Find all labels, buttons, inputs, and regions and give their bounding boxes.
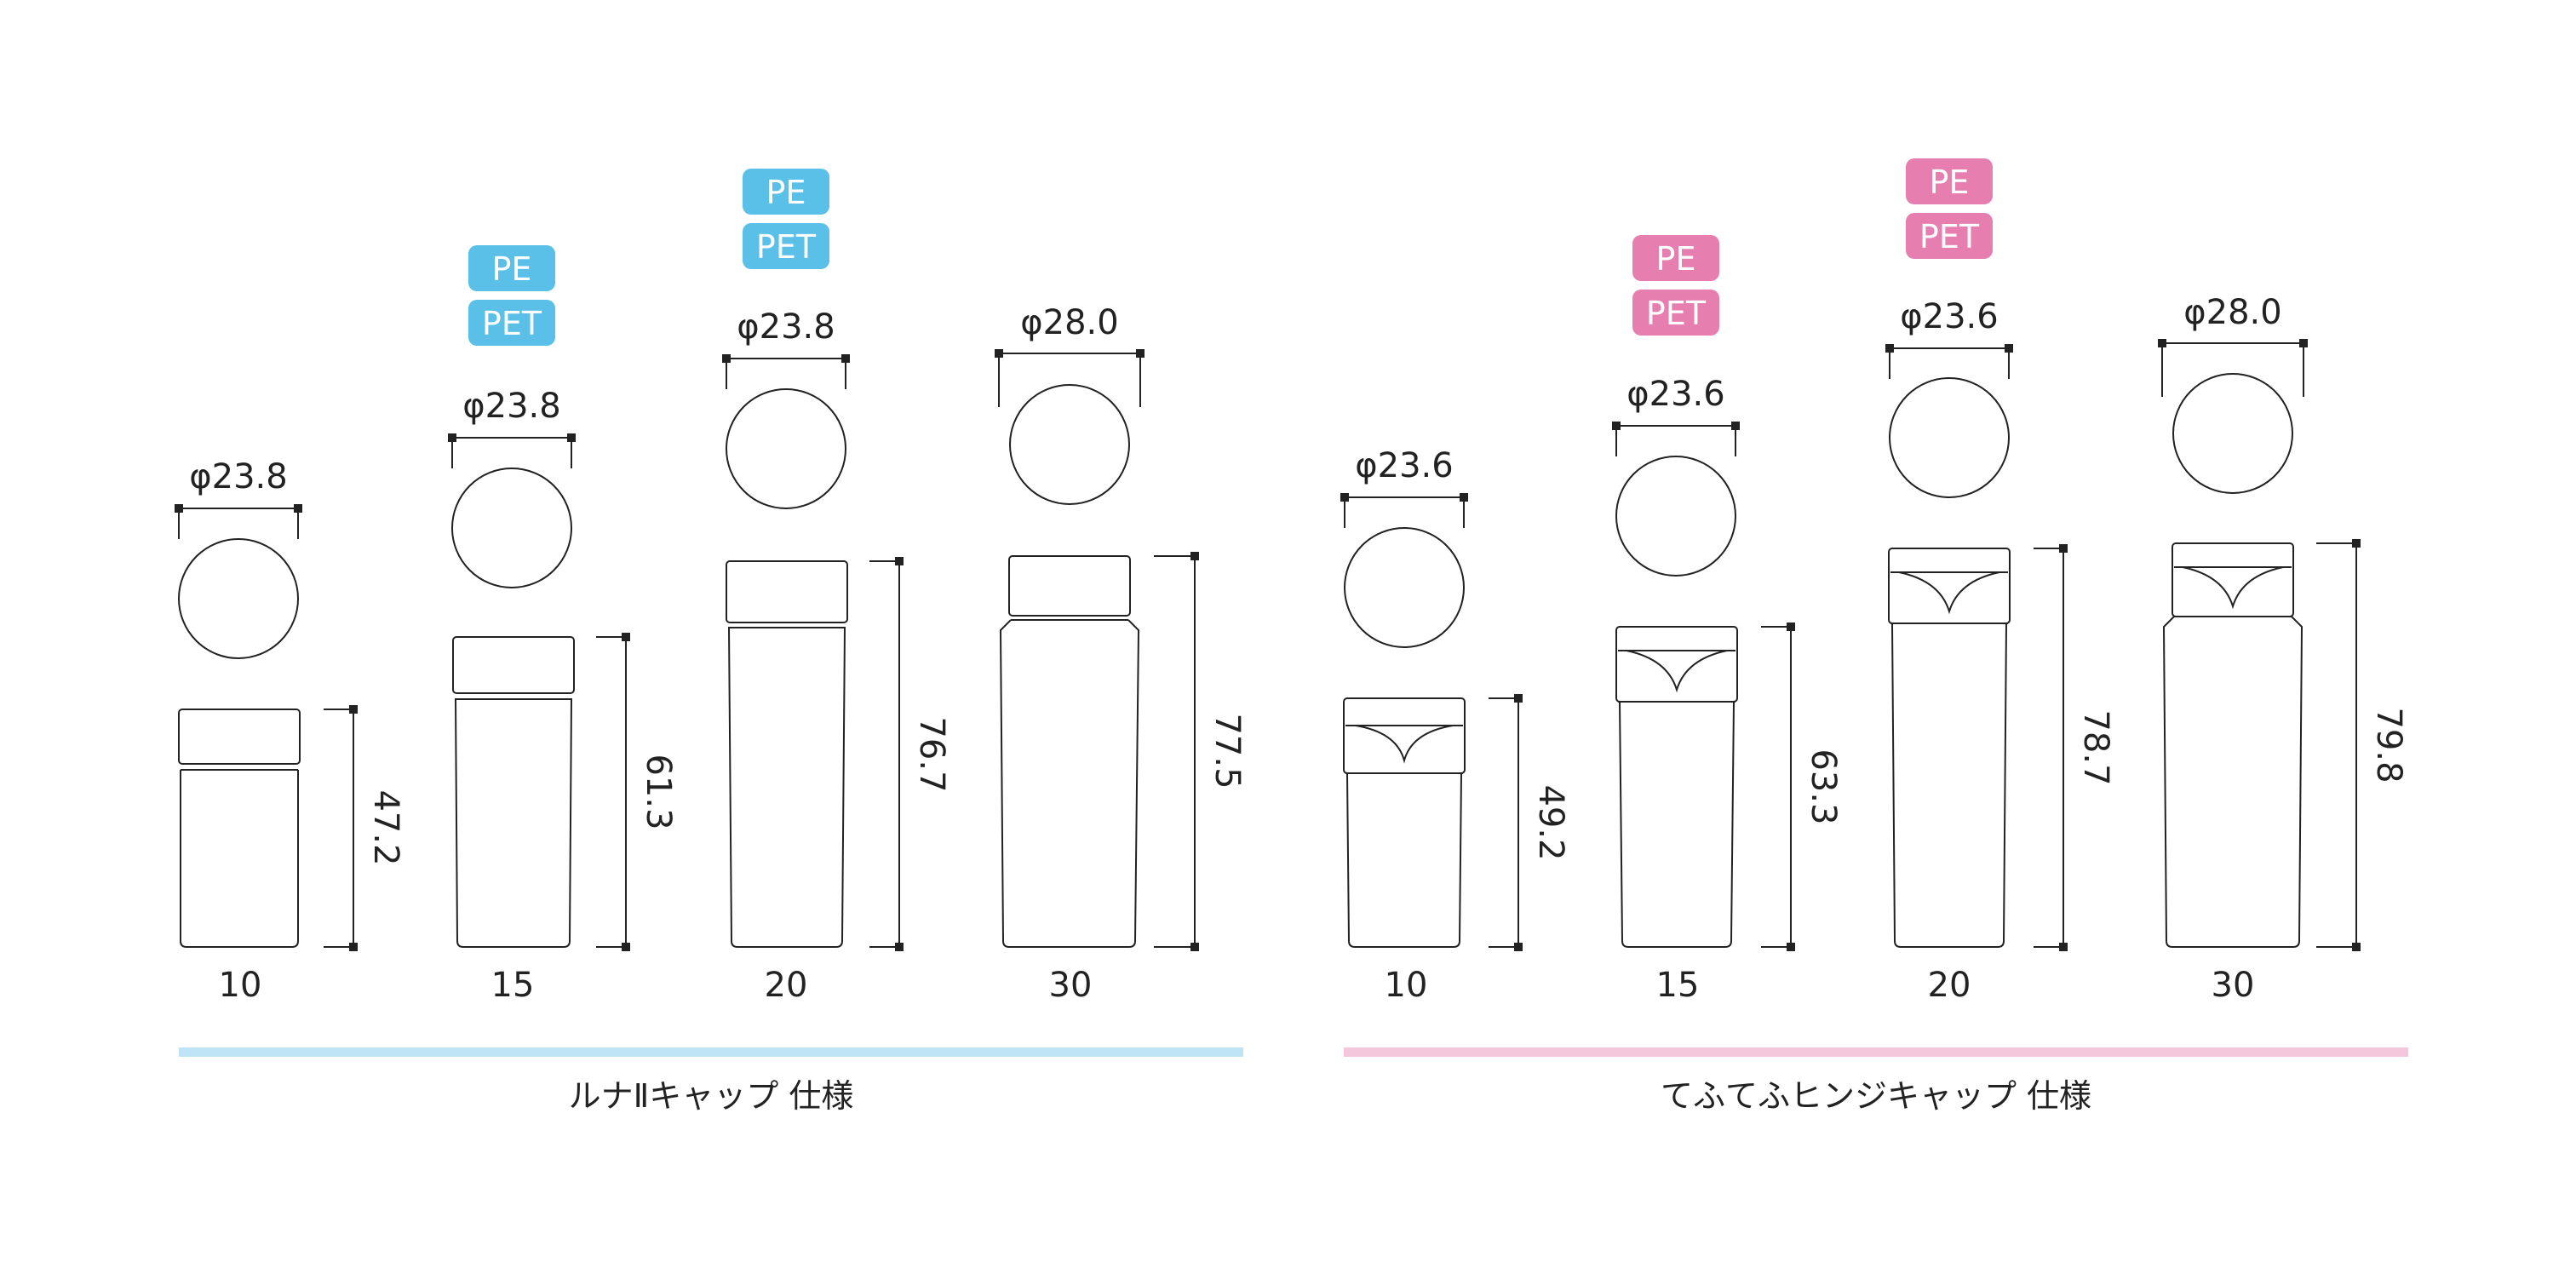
- diameter-dimension: [995, 349, 1145, 407]
- bottle-luna-10: φ23.8 47.2 10: [175, 457, 405, 1005]
- luna-cap: [1008, 555, 1131, 617]
- height-dimension: [1154, 552, 1199, 951]
- volume-label: 20: [1928, 966, 1971, 1005]
- cap-top-view-circle: [1615, 456, 1736, 577]
- bottle-body: [999, 619, 1140, 948]
- material-badge-pe-label: PE: [1656, 240, 1696, 278]
- height-dimension: [2316, 539, 2361, 951]
- bottle-body: [455, 698, 572, 948]
- bottle-hinge-20: PE PET φ23.6 78: [1885, 158, 2115, 1005]
- bottle-luna-15: PE PET φ23.8 61.3 15: [448, 245, 678, 1005]
- diameter-label: φ28.0: [1020, 303, 1118, 342]
- cap-top-view-circle: [2172, 373, 2293, 494]
- height-dimension: [596, 633, 630, 951]
- bottle-hinge-15: PE PET φ23.6 63: [1612, 235, 1843, 1005]
- diameter-label: φ23.6: [1355, 446, 1453, 485]
- bottle-luna-30: φ28.0 77.5 30: [995, 303, 1247, 1005]
- diameter-dimension: [1885, 344, 2013, 379]
- section-underline-bar: [179, 1047, 1243, 1057]
- diameter-label: φ23.8: [737, 307, 835, 347]
- section-luna-cap: φ23.8 47.2 10 PE PET: [175, 169, 1247, 1115]
- cap-top-view-circle: [726, 388, 846, 509]
- volume-label: 30: [2212, 966, 2255, 1005]
- height-dimension: [1761, 623, 1795, 951]
- material-badge-pet: [743, 223, 829, 269]
- diameter-dimension: [722, 354, 850, 389]
- height-label: 63.3: [1804, 749, 1843, 824]
- cap-top-view-circle: [178, 538, 299, 659]
- volume-label: 10: [219, 966, 262, 1005]
- height-label: 49.2: [1531, 784, 1570, 860]
- material-badge-pe: [1906, 158, 1993, 204]
- luna-cap: [452, 636, 575, 694]
- bottle-hinge-30: φ28.0 79.8 30: [2158, 293, 2408, 1005]
- height-label: 79.8: [2369, 707, 2408, 783]
- diameter-label: φ28.0: [2183, 293, 2281, 332]
- material-badge-pe: [1632, 235, 1719, 281]
- height-label: 76.7: [912, 716, 951, 792]
- cap-top-view-circle: [1009, 384, 1130, 505]
- height-dimension: [2034, 544, 2068, 951]
- height-label: 61.3: [639, 754, 678, 829]
- volume-label: 30: [1049, 966, 1093, 1005]
- hinge-notch: [1626, 650, 1728, 693]
- height-label: 78.7: [2076, 709, 2115, 785]
- diameter-dimension: [1340, 493, 1468, 528]
- bottle-hinge-10: φ23.6 49.2 10: [1340, 446, 1570, 1005]
- section-title: てふてふヒンジキャップ 仕様: [1661, 1077, 2091, 1115]
- bottle-body: [1891, 623, 2007, 948]
- volume-label: 15: [1656, 966, 1700, 1005]
- volume-label: 15: [491, 966, 535, 1005]
- diameter-label: φ23.6: [1900, 297, 1998, 336]
- material-badge-pet-label: PET: [482, 305, 542, 342]
- material-badge-pet: [1906, 213, 1993, 259]
- bottle-body: [728, 627, 846, 948]
- material-badge-pe-label: PE: [1930, 164, 1970, 201]
- material-badge-pe: [468, 245, 555, 291]
- material-badge-pe-label: PE: [766, 174, 806, 211]
- material-badge-pet-label: PET: [1919, 218, 1980, 255]
- luna-cap: [726, 560, 848, 623]
- cap-top-view-circle: [1889, 377, 2010, 498]
- diameter-label: φ23.8: [462, 387, 560, 426]
- bottle-body: [1619, 701, 1735, 948]
- section-underline-bar: [1344, 1047, 2408, 1057]
- material-badge-pet-label: PET: [756, 228, 817, 266]
- material-badge-pet: [1632, 290, 1719, 336]
- volume-label: 10: [1385, 966, 1428, 1005]
- diameter-label: φ23.8: [189, 457, 287, 496]
- material-badge-pet-label: PET: [1646, 295, 1707, 332]
- diameter-dimension: [448, 433, 576, 468]
- hinge-notch: [1355, 725, 1454, 764]
- material-badge-pe-label: PE: [492, 250, 532, 288]
- luna-cap: [178, 709, 301, 765]
- diameter-dimension: [1612, 422, 1740, 456]
- hinge-notch: [1898, 571, 2000, 615]
- height-dimension: [869, 557, 904, 951]
- height-label: 47.2: [366, 789, 405, 865]
- diameter-label: φ23.6: [1626, 375, 1724, 414]
- material-badge-pet: [468, 300, 555, 346]
- height-dimension: [324, 705, 358, 951]
- diameter-dimension: [2158, 339, 2308, 397]
- hinge-notch: [2182, 566, 2284, 610]
- bottle-body: [180, 770, 299, 948]
- diameter-dimension: [175, 504, 302, 539]
- volume-label: 20: [765, 966, 808, 1005]
- material-badge-pe: [743, 169, 829, 215]
- bottle-body: [1346, 772, 1462, 948]
- cap-top-view-circle: [451, 468, 572, 588]
- cap-top-view-circle: [1344, 527, 1465, 648]
- height-label: 77.5: [1208, 713, 1247, 789]
- section-hinge-cap: φ23.6 49.2 10 PE PET: [1340, 158, 2408, 1115]
- height-dimension: [1489, 694, 1523, 951]
- section-title: ルナⅡキャップ 仕様: [569, 1077, 854, 1115]
- bottle-body: [2162, 616, 2303, 948]
- bottle-luna-20: PE PET φ23.8 76.7 20: [722, 169, 951, 1005]
